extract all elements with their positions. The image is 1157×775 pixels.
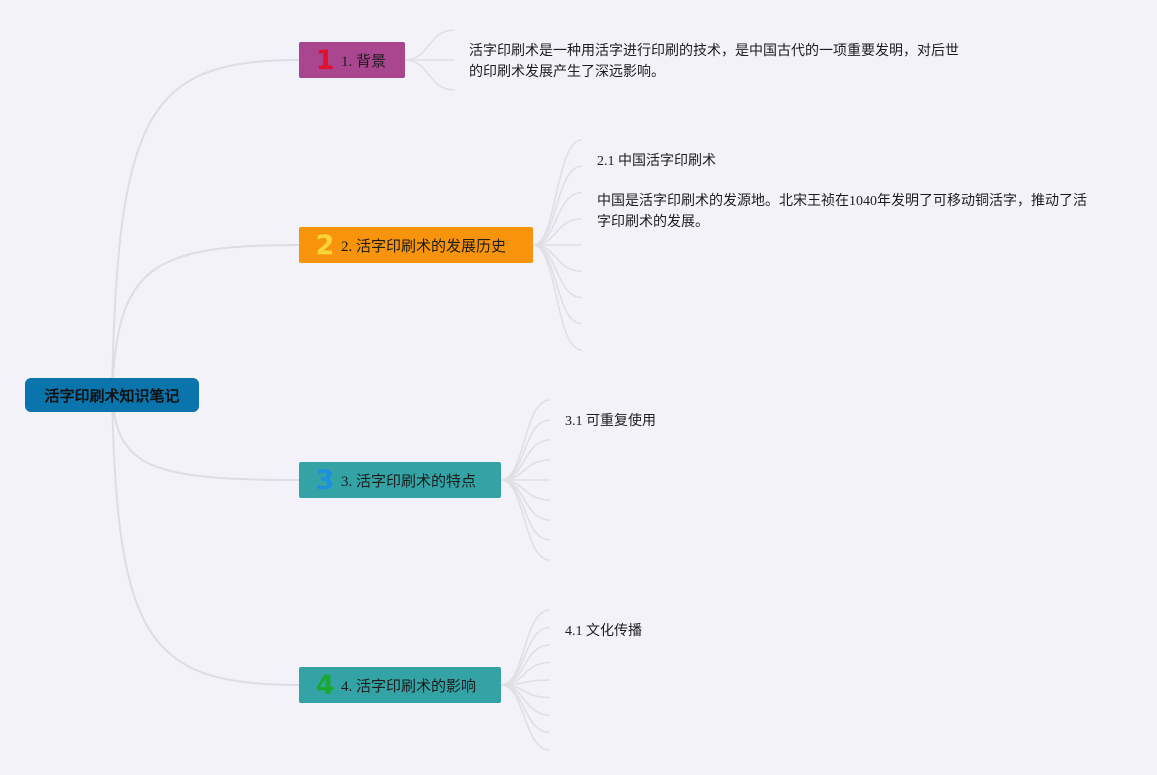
branch-label: 4. 活字印刷术的影响	[341, 678, 477, 695]
connector-line	[111, 394, 300, 686]
fan-connector-line	[532, 165, 583, 246]
branch-label: 2. 活字印刷术的发展历史	[341, 238, 507, 255]
fan-connector-line	[500, 684, 551, 751]
fan-connector-line	[500, 626, 551, 686]
root-topic[interactable]: 活字印刷术知识笔记	[25, 378, 199, 412]
number-2-icon: 2	[315, 229, 335, 261]
fan-connector-line	[532, 244, 583, 351]
branch-impact[interactable]: 4 4. 活字印刷术的影响	[299, 667, 501, 703]
fan-connector-line	[532, 191, 583, 246]
branch-label: 1. 背景	[341, 53, 387, 70]
fan-connector-line	[532, 139, 583, 246]
connector-line	[111, 59, 300, 396]
fan-connector-line	[500, 399, 551, 481]
connector-line	[111, 244, 300, 396]
fan-connector-line	[500, 479, 551, 541]
fan-connector-line	[500, 644, 551, 686]
note-culture-spread[interactable]: 4.1 文化传播	[565, 624, 642, 639]
note-reusable[interactable]: 3.1 可重复使用	[565, 414, 656, 429]
note-china-movable-type-title[interactable]: 2.1 中国活字印刷术	[597, 154, 716, 169]
number-4-icon: 4	[315, 669, 335, 701]
fan-connector-line	[532, 244, 583, 325]
branch-history[interactable]: 2 2. 活字印刷术的发展历史	[299, 227, 533, 263]
note-background-text[interactable]: 活字印刷术是一种用活字进行印刷的技术，是中国古代的一项重要发明，对后世的印刷术发…	[469, 44, 959, 80]
connector-line	[111, 394, 300, 481]
root-topic-label: 活字印刷术知识笔记	[44, 388, 180, 405]
fan-connector-line	[500, 479, 551, 561]
fan-connector-line	[404, 59, 456, 91]
branch-background[interactable]: 1 1. 背景	[299, 42, 405, 78]
fan-connector-line	[500, 419, 551, 481]
note-china-movable-type-text[interactable]: 中国是活字印刷术的发源地。北宋王祯在1040年发明了可移动铜活字，推动了活字印刷…	[597, 194, 1087, 230]
branch-features[interactable]: 3 3. 活字印刷术的特点	[299, 462, 501, 498]
number-1-icon: 1	[315, 44, 335, 76]
number-3-icon: 3	[315, 464, 335, 496]
fan-connector-line	[404, 29, 456, 61]
branch-label: 3. 活字印刷术的特点	[341, 473, 477, 490]
